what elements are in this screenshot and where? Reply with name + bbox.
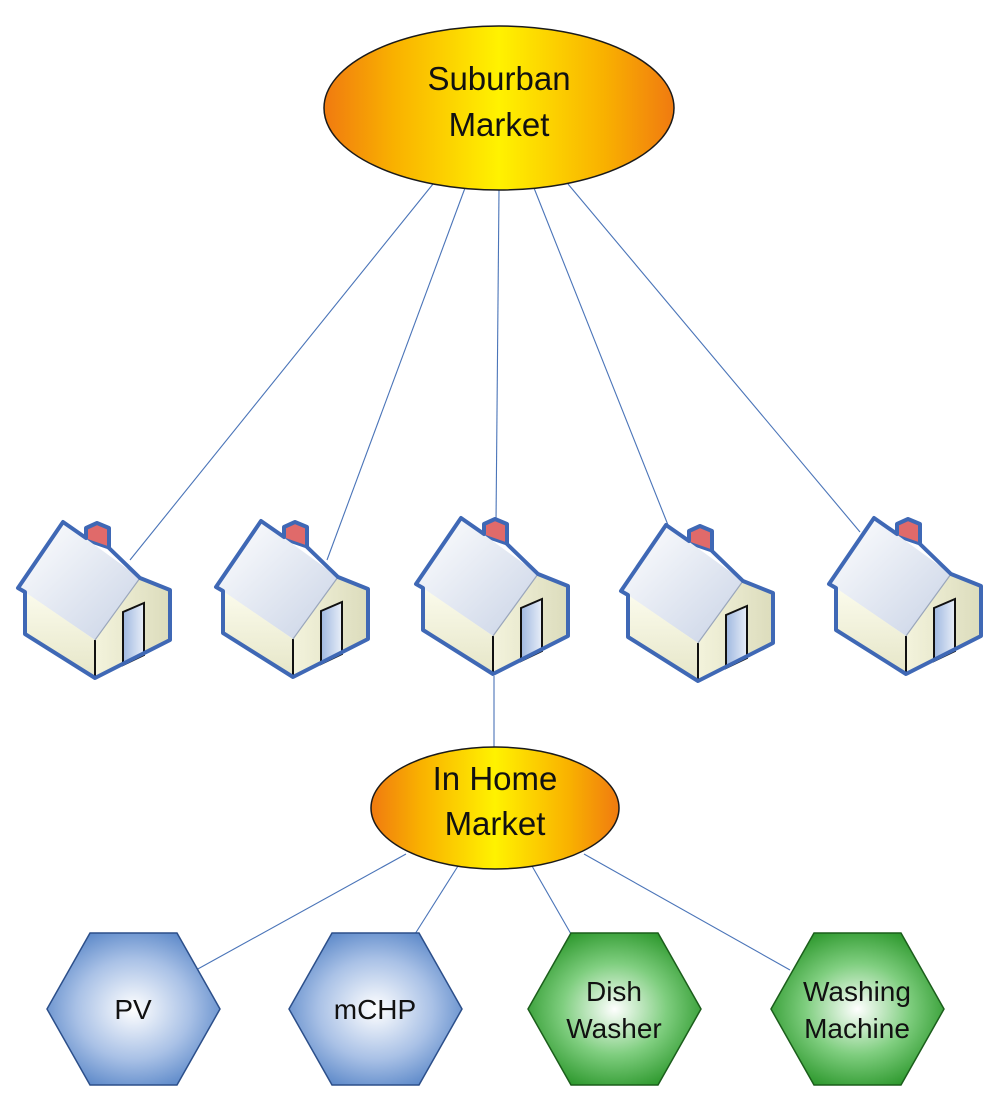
device-washing-machine-label-line1: Washing	[803, 976, 911, 1007]
suburban-market-label-line2: Market	[449, 106, 550, 143]
house-roof-front	[216, 521, 338, 639]
house-front-wall	[223, 591, 293, 677]
device-mchp: mCHP	[288, 932, 463, 1086]
edge-suburban-house-1	[129, 183, 434, 561]
house-roof-ridge	[292, 576, 339, 640]
edge-in-home-mchp	[414, 865, 459, 935]
house-3-icon	[414, 516, 570, 676]
houses	[16, 516, 983, 683]
device-washing-machine: Washing Machine	[770, 932, 945, 1086]
house-roof-ridge	[697, 580, 744, 644]
device-mchp-label: mCHP	[334, 994, 416, 1025]
house-roof-ridge	[492, 573, 539, 637]
house-outline	[214, 519, 370, 679]
house-outline	[414, 516, 570, 676]
edge-in-home-dish-washer	[531, 865, 572, 935]
house-roof-front	[416, 518, 538, 636]
house-front-wall	[836, 588, 906, 674]
in-home-market-node: In Home Market	[370, 746, 620, 870]
house-roof-front	[621, 525, 743, 643]
house-roof-front	[18, 522, 140, 640]
house-outline	[16, 520, 172, 680]
house-outline	[827, 516, 983, 676]
device-washing-machine-label-line2: Machine	[804, 1013, 910, 1044]
edge-suburban-house-4	[533, 187, 669, 526]
house-front-wall	[628, 595, 698, 681]
house-roof-ridge	[905, 573, 952, 637]
connections	[129, 183, 861, 971]
in-home-market-label-line2: Market	[445, 805, 546, 842]
suburban-market-label-line1: Suburban	[427, 60, 570, 97]
edge-in-home-washing-machine	[583, 853, 791, 971]
house-outline	[619, 523, 775, 683]
device-pv: PV	[46, 932, 221, 1086]
house-front-wall	[423, 588, 493, 674]
edge-suburban-house-3	[495, 189, 500, 524]
device-dish-washer-label-line2: Washer	[566, 1013, 661, 1044]
device-dish-washer-label-line1: Dish	[586, 976, 642, 1007]
device-dish-washer: Dish Washer	[527, 932, 702, 1086]
house-5-icon	[827, 516, 983, 676]
device-pv-label: PV	[114, 994, 152, 1025]
edge-suburban-house-2	[326, 187, 466, 561]
suburban-market-node: Suburban Market	[323, 25, 675, 191]
house-front-wall	[25, 592, 95, 678]
edge-in-home-pv	[195, 853, 407, 971]
house-4-icon	[619, 523, 775, 683]
edge-suburban-house-5	[567, 183, 861, 533]
house-1-icon	[16, 520, 172, 680]
in-home-market-label-line1: In Home	[433, 760, 558, 797]
house-roof-front	[829, 518, 951, 636]
house-roof-ridge	[94, 577, 141, 641]
house-2-icon	[214, 519, 370, 679]
